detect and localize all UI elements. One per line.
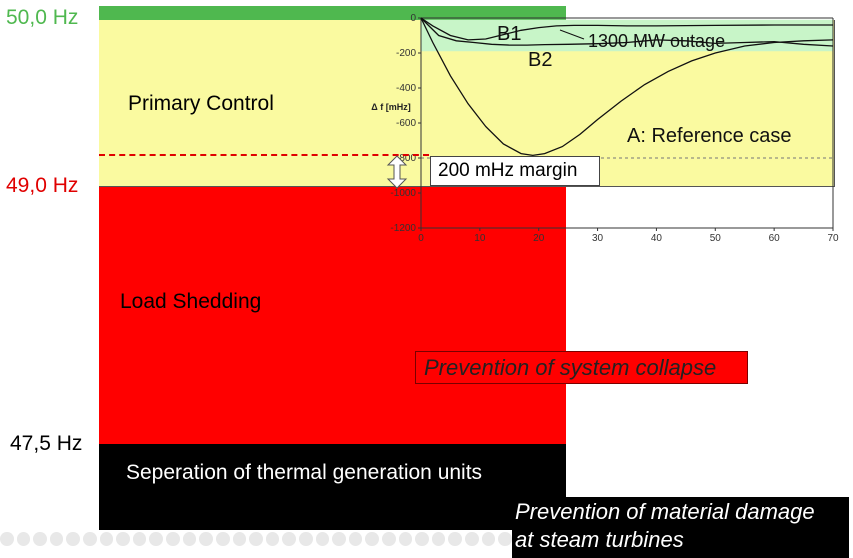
load-shedding-zone	[99, 187, 566, 444]
y-tick-label: -800	[396, 153, 416, 164]
collapse-prevention-box: Prevention of system collapse	[415, 351, 748, 384]
x-tick-label: 10	[474, 233, 486, 244]
y-tick-label: -1000	[390, 188, 416, 199]
separation-zone	[99, 444, 566, 530]
plot-background	[566, 187, 833, 240]
x-tick-label: 40	[651, 233, 663, 244]
collapse-prevention-label: Prevention of system collapse	[424, 354, 717, 380]
x-tick-label: 0	[418, 233, 424, 244]
damage-prevention-line2: at steam turbines	[515, 527, 684, 552]
y-tick-label: -200	[396, 48, 416, 59]
y-tick-label: -400	[396, 83, 416, 94]
primary-control-label: Primary Control	[128, 92, 274, 115]
series-line-1	[420, 17, 833, 41]
margin-label: 200 mHz margin	[438, 160, 578, 181]
series-label-1: B2	[528, 49, 552, 71]
shedding-threshold-label: 49,0 Hz	[6, 174, 79, 197]
x-tick-label: 20	[533, 233, 545, 244]
series-line-2	[420, 17, 834, 47]
y-tick-label: -600	[396, 118, 416, 129]
y-axis-label: Δ f [mHz]	[371, 102, 410, 112]
damage-prevention-line1: Prevention of material damage	[515, 499, 815, 524]
margin-label-box: 200 mHz margin	[430, 156, 600, 186]
series-label-2: A: Reference case	[627, 125, 792, 147]
y-tick-label: 0	[410, 13, 416, 24]
y-tick-label: -1200	[390, 223, 416, 234]
separation-label: Seperation of thermal generation units	[126, 461, 483, 484]
damage-prevention-box: Prevention of material damage at steam t…	[512, 497, 849, 558]
x-tick-label: 70	[827, 233, 839, 244]
annotation-label: 1300 MW outage	[588, 31, 725, 51]
series-line-0	[420, 17, 834, 157]
series-label-0: B1	[497, 23, 521, 45]
nominal-frequency-label: 50,0 Hz	[6, 6, 79, 29]
annotation-leader	[559, 29, 585, 40]
margin-double-arrow	[386, 155, 408, 189]
separation-threshold-label: 47,5 Hz	[10, 432, 83, 455]
x-tick-label: 60	[769, 233, 781, 244]
x-tick-label: 30	[592, 233, 604, 244]
x-tick-label: 50	[710, 233, 722, 244]
nominal-frequency-band	[99, 6, 566, 20]
margin-dashed-line	[99, 154, 429, 156]
load-shedding-label: Load Shedding	[120, 290, 262, 313]
decorative-dot-strip	[0, 532, 512, 546]
